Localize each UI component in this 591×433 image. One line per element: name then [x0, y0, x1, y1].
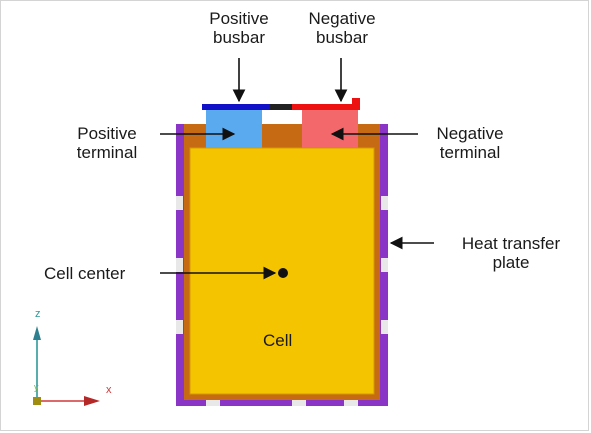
- negative-busbar-label-line2: busbar: [316, 28, 368, 47]
- negative-terminal-label-line1: Negative: [436, 124, 504, 143]
- positive-busbar-label: Positive busbar: [196, 9, 282, 47]
- negative-busbar-tab: [352, 98, 360, 110]
- cell-label: Cell: [263, 331, 293, 350]
- negative-busbar-label: Negative busbar: [292, 9, 392, 47]
- x-axis-arrowhead: [84, 396, 100, 406]
- y-axis-marker: [33, 397, 41, 405]
- x-axis-label: x: [106, 384, 112, 396]
- positive-busbar: [202, 104, 270, 110]
- positive-terminal-label: Positive terminal: [60, 124, 154, 162]
- cell-center-label: Cell center: [44, 264, 126, 283]
- negative-busbar: [292, 104, 360, 110]
- positive-terminal-label-line1: Positive: [77, 124, 137, 143]
- z-axis-label: z: [35, 308, 41, 320]
- busbar-gap: [270, 104, 294, 110]
- positive-terminal: [206, 110, 262, 148]
- positive-terminal-label-line2: terminal: [76, 143, 138, 162]
- axis-triad: [33, 326, 100, 406]
- negative-terminal-label-line2: terminal: [439, 143, 501, 162]
- negative-terminal: [302, 110, 358, 148]
- heat-transfer-plate-label-line1: Heat transfer: [461, 234, 561, 253]
- heat-transfer-plate-label-line2: plate: [492, 253, 530, 272]
- z-axis-arrowhead: [33, 326, 41, 340]
- negative-busbar-label-line1: Negative: [308, 9, 376, 28]
- y-axis-label: y: [34, 382, 39, 392]
- positive-busbar-label-line1: Positive: [209, 9, 269, 28]
- heat-transfer-plate-label: Heat transfer plate: [440, 234, 582, 272]
- cell-center-dot: [278, 268, 288, 278]
- negative-terminal-label: Negative terminal: [420, 124, 520, 162]
- positive-busbar-label-line2: busbar: [213, 28, 265, 47]
